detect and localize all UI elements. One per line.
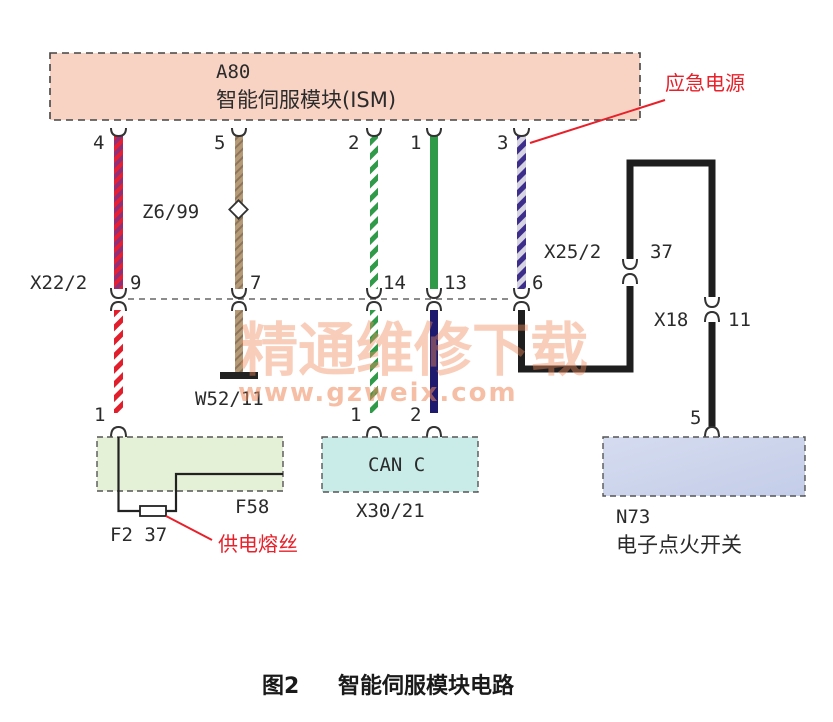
wire-x25-to-x18: [626, 159, 716, 297]
f2-37-label: F2 37: [110, 524, 167, 546]
splice-z6-99: [228, 199, 249, 220]
n73-box: [602, 436, 806, 497]
supply-fuse-leader: [165, 515, 213, 541]
figure-title: 智能伺服模块电路: [338, 673, 515, 699]
emergency-power-leader: [529, 99, 666, 144]
f58-label: F58: [235, 496, 269, 518]
watermark-cn: 精通维修下载: [240, 316, 588, 384]
x18-pin11-label: 11: [728, 309, 751, 331]
x30-pin1-label: 1: [350, 404, 361, 426]
wire-ism1-lower: [430, 310, 438, 413]
z6-99-label: Z6/99: [142, 201, 199, 223]
x18-connector-label: X18: [654, 309, 688, 331]
x22-pin6-cup: [513, 287, 530, 300]
ism-module-code: A80: [216, 61, 250, 83]
n73-label: N73: [616, 506, 650, 528]
x30-pin1-cup: [366, 425, 382, 438]
f58-fuse-output: [166, 472, 283, 513]
wire-ism3-to-x25: [518, 286, 634, 373]
wire-ism2-lower: [370, 310, 378, 413]
x22-pin7-cup: [231, 287, 247, 300]
x25-connector-label: X25/2: [544, 241, 601, 263]
x25-cup-bottom: [622, 272, 638, 285]
wire-ism4-lower: [114, 310, 123, 413]
x22-pin9-cup: [110, 287, 127, 300]
f58-pin1-label: 1: [94, 404, 105, 426]
watermark-url: www.gzweix.com: [238, 378, 518, 408]
wire-ism5-lower: [235, 310, 243, 372]
emergency-power-callout: 应急电源: [665, 71, 745, 95]
x25-pin37-label: 37: [650, 241, 673, 263]
fuse-f2-symbol: [139, 505, 167, 517]
x30-21-label: X30/21: [356, 500, 425, 522]
ism-pin1-cup: [426, 127, 442, 138]
ism-pin5-cup: [231, 127, 247, 138]
n73-pin5-cup: [704, 425, 720, 438]
x22-pin14-label: 14: [383, 272, 406, 294]
x18-cup-top: [704, 296, 720, 309]
w52-11-label: W52/11: [195, 388, 264, 410]
ism-pin4-cup: [110, 127, 127, 138]
wire-ism1-upper: [430, 136, 438, 289]
supply-fuse-callout: 供电熔丝: [218, 532, 298, 556]
x30-pin2-cup: [426, 425, 442, 438]
n73-pin5-label: 5: [690, 407, 701, 429]
can-c-label: CAN C: [368, 454, 425, 476]
ignition-switch-label: 电子点火开关: [616, 533, 742, 557]
ism-module-name: 智能伺服模块(ISM): [216, 88, 396, 112]
x22-pin7-label: 7: [250, 272, 261, 294]
f58-box: [96, 436, 284, 492]
ism-pin3-cup: [513, 127, 530, 138]
ism-pin3-label: 3: [497, 132, 508, 154]
x25-cup-top: [622, 258, 638, 271]
wire-ism3-upper: [517, 136, 526, 289]
x22-pin9-cup-b: [110, 300, 127, 312]
x30-pin2-label: 2: [410, 404, 421, 426]
ism-pin1-label: 1: [410, 132, 421, 154]
ism-pin5-label: 5: [214, 132, 225, 154]
x22-pin13-cup: [426, 287, 442, 300]
x22-pin7-cup-b: [231, 300, 247, 312]
x22-pin13-label: 13: [444, 272, 467, 294]
x18-cup-bottom: [704, 310, 720, 323]
x22-pin6-label: 6: [532, 272, 543, 294]
x22-connector-label: X22/2: [30, 272, 87, 294]
wire-ism4-upper: [114, 136, 123, 289]
f58-pin1-cup: [110, 425, 127, 438]
x22-pin13-cup-b: [426, 300, 442, 312]
ism-module-box: [49, 52, 641, 121]
ism-pin4-label: 4: [93, 132, 104, 154]
x22-pin9-label: 9: [130, 272, 141, 294]
figure-number: 图2: [262, 674, 299, 699]
wire-ism2-upper: [370, 136, 378, 289]
ism-pin2-cup: [366, 127, 382, 138]
x22-pin14-cup-b: [366, 300, 382, 312]
ism-pin2-label: 2: [348, 132, 359, 154]
x22-pin6-cup-b: [513, 300, 530, 312]
x22-pin14-cup: [366, 287, 382, 300]
ground-bar: [220, 372, 258, 379]
f58-internal-wire: [117, 437, 140, 513]
can-c-box: [321, 436, 479, 493]
